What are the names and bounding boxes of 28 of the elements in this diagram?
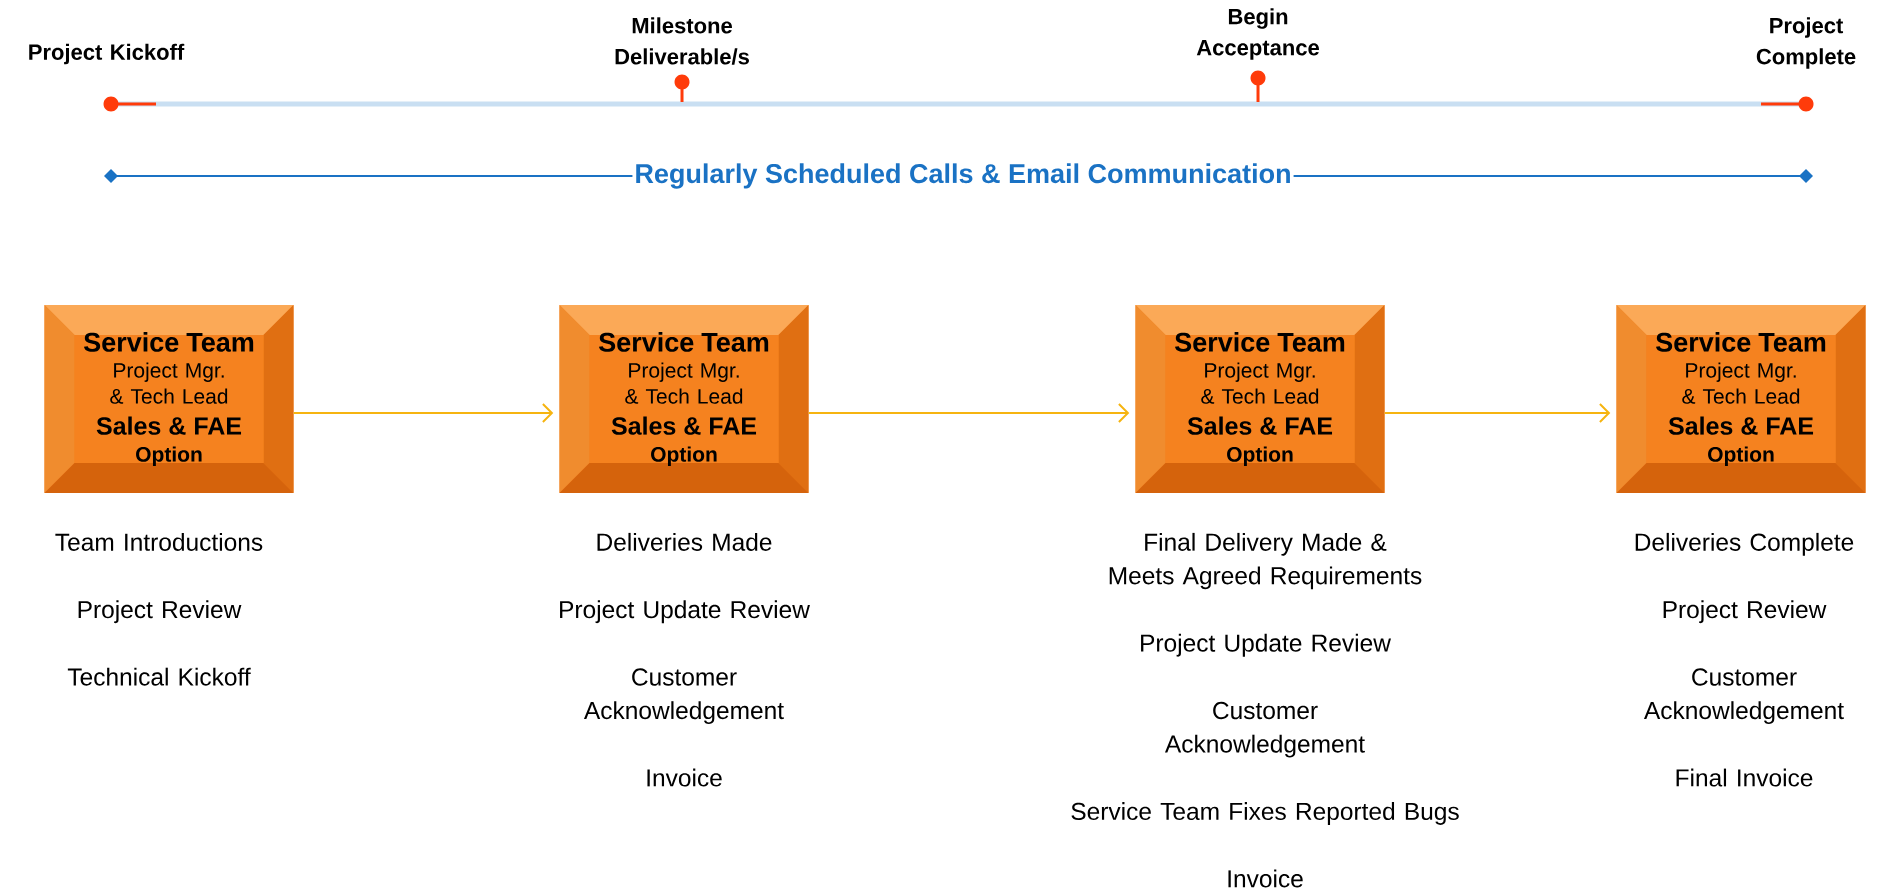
span-label: Regularly Scheduled Calls & Email Communication	[632, 160, 1294, 192]
service-team-box: Service Team Project Mgr. & Tech Lead Sales & FAE Option	[1135, 305, 1385, 493]
arrow	[1383, 403, 1611, 423]
service-team-box: Service Team Project Mgr. & Tech Lead Sales & FAE Option	[559, 305, 809, 493]
arrow	[292, 403, 554, 423]
service-team-box: Service Team Project Mgr. & Tech Lead Sales & FAE Option	[44, 305, 294, 493]
task-item: Project Review	[1663, 600, 1827, 624]
service-team-box: Service Team Project Mgr. & Tech Lead Sales & FAE Option	[1616, 305, 1866, 493]
task-item: Customer Acknowledgement	[1643, 668, 1844, 725]
task-item: Deliveries Complete	[1635, 532, 1854, 556]
milestone-label: Begin Acceptance	[1196, 8, 1319, 60]
task-item: Team Introductions	[55, 532, 263, 551]
arrow	[807, 403, 1130, 423]
task-item: Final Invoice	[1676, 768, 1813, 787]
task-item: Invoice	[1228, 869, 1303, 888]
task-item: Invoice	[647, 768, 722, 787]
milestone-label: Milestone Deliverable/s	[615, 17, 749, 65]
task-item: Project Update Review	[1141, 633, 1391, 657]
task-item: Deliveries Made	[597, 532, 772, 551]
task-item: Project Update Review	[560, 600, 810, 624]
task-item: Customer Acknowledgement	[583, 668, 784, 725]
task-item: Service Team Fixes Reported Bugs	[1071, 802, 1459, 825]
task-item: Final Delivery Made & Meets Agreed Requirements	[1109, 532, 1422, 590]
task-item: Technical Kickoff	[67, 667, 251, 686]
milestone-label: Project Kickoff	[29, 43, 185, 65]
milestone-label: Project Complete	[1756, 17, 1856, 69]
task-item: Customer Acknowledgement	[1164, 701, 1365, 758]
task-item: Project Review	[78, 600, 242, 624]
